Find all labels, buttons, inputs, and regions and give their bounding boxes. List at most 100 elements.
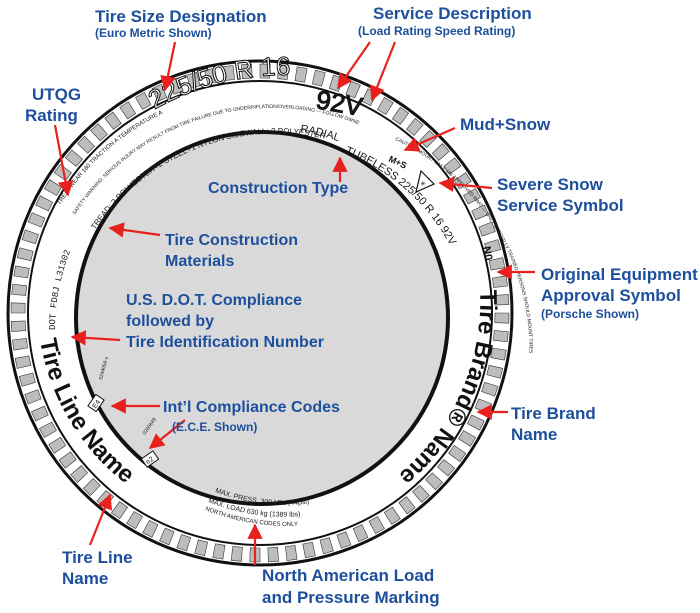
callout-oe-sub: (Porsche Shown) [541, 307, 639, 321]
callout-brand-line1: Tire Brand [511, 404, 596, 423]
tread-block [463, 188, 482, 205]
callout-severe-snow-line2: Service Symbol [497, 196, 624, 215]
tread-block [212, 543, 226, 560]
tread-block [267, 546, 279, 563]
tread-block [377, 96, 394, 115]
ece-mark-2: e2 [140, 450, 160, 468]
tread-block [12, 338, 28, 351]
tread-block [294, 66, 308, 83]
tire-graphic [6, 59, 514, 567]
arrow-dot [70, 330, 121, 346]
tread-block [186, 71, 201, 89]
tread-block [159, 527, 175, 546]
tread-block [493, 330, 509, 343]
tread-block [119, 101, 137, 120]
tread-block [18, 372, 36, 387]
tread-block [77, 135, 95, 154]
callout-dot-line1: U.S. D.O.T. Compliance [126, 292, 302, 309]
tread-block [35, 195, 53, 212]
arrow-materials [108, 222, 161, 238]
callout-oe-line1: Original Equipment [541, 265, 698, 284]
tread-block [484, 239, 502, 254]
tread-block [319, 537, 334, 555]
tread-block [27, 212, 46, 228]
tread-block [493, 294, 510, 306]
callout-service-sub: (Load Rating Speed Rating) [358, 24, 515, 38]
tread-block [176, 534, 192, 552]
tread-block [478, 221, 496, 237]
tread-block [13, 265, 30, 279]
tread-block [494, 312, 510, 324]
tread-block [38, 421, 57, 438]
tread-block [412, 484, 430, 503]
tread-block [58, 451, 77, 469]
arrow-severe-snow [438, 176, 493, 192]
tread-block [448, 444, 467, 463]
callout-line-name-line1: Tire Line [62, 548, 133, 567]
callout-severe-snow-line1: Severe Snow [497, 175, 604, 194]
tread-block [30, 405, 49, 422]
tread-block [222, 65, 235, 81]
callout-arrows [53, 41, 535, 565]
callout-oe-line2: Approval Symbol [541, 286, 681, 305]
tread-block [16, 247, 34, 262]
tread-block [204, 67, 218, 85]
oe-approval-text: N0 [480, 245, 494, 261]
tread-block [142, 520, 159, 538]
tread-block [11, 283, 27, 296]
tread-block [24, 389, 42, 405]
tread-block [104, 111, 122, 130]
tread-block [336, 531, 352, 549]
tread-block [110, 501, 129, 520]
callout-intl-title: Int’l Compliance Codes [163, 399, 340, 416]
tread-block [10, 302, 26, 314]
tread-block [492, 275, 508, 288]
arrow-mud-snow [403, 126, 456, 152]
callout-na-line2: and Pressure Marking [262, 588, 440, 607]
tread-block [64, 149, 83, 167]
arrow-tire-size [160, 41, 177, 92]
callout-dot-line2: followed by [126, 313, 214, 330]
ece-2-label: e2 [145, 456, 155, 466]
callout-brand-line2: Name [511, 425, 557, 444]
tread-block [14, 355, 32, 369]
tread-block [135, 91, 152, 110]
tread-block [259, 63, 271, 79]
tread-block [443, 157, 462, 175]
tread-block [126, 511, 143, 530]
tread-block [194, 539, 209, 557]
callout-line-name-line2: Name [62, 569, 108, 588]
snowflake-icon: ✳ [420, 180, 426, 188]
tread-block [406, 117, 424, 136]
callout-utqg-line2: Rating [25, 106, 78, 125]
tread-block [368, 516, 385, 535]
ece-mark-1: E4 [87, 393, 105, 413]
tread-block [285, 545, 298, 561]
tread-block [82, 478, 101, 496]
ece-1-label: E4 [91, 399, 102, 410]
tread-block [437, 459, 456, 477]
tread-block [311, 69, 326, 87]
tread-block [352, 524, 369, 543]
tread-block [431, 143, 450, 161]
callout-tire-size-title: Tire Size Designation [95, 7, 267, 26]
tread-block [241, 63, 253, 80]
tread-block [48, 436, 67, 454]
callout-intl-sub: (E.C.E. Shown) [172, 420, 257, 434]
tread-block [10, 320, 27, 332]
tread-block [302, 541, 316, 559]
tread-block [277, 64, 290, 80]
callout-na-line1: North American Load [262, 566, 434, 585]
callout-materials-line2: Materials [165, 253, 234, 270]
callout-dot-line3: Tire Identification Number [126, 334, 324, 351]
arrow-load-rating [337, 41, 371, 90]
arrow-utqg [53, 124, 74, 197]
callout-construction-type: Construction Type [208, 180, 348, 197]
tread-block [383, 506, 401, 525]
arrow-intl-2 [148, 419, 186, 449]
callout-utqg-line1: UTQG [32, 85, 81, 104]
tread-block [486, 364, 504, 379]
callout-materials-line1: Tire Construction [165, 232, 298, 249]
callout-service-title: Service Description [373, 4, 532, 23]
